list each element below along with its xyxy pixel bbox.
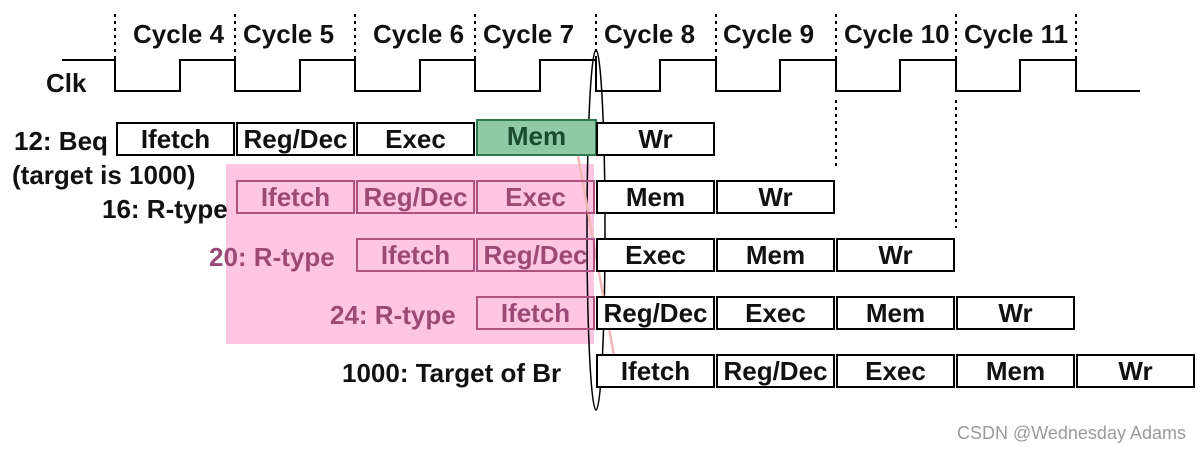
stage-wr: Wr bbox=[1076, 354, 1195, 388]
branch-resolve-ellipse bbox=[586, 49, 606, 411]
stage-exec: Exec bbox=[596, 238, 715, 272]
stage-exec: Exec bbox=[716, 296, 835, 330]
cycle-dividers bbox=[114, 14, 1077, 228]
stage-mem: Mem bbox=[836, 296, 955, 330]
stage-reg-dec: Reg/Dec bbox=[716, 354, 835, 388]
cycle-header: Cycle 11 bbox=[964, 19, 1069, 49]
cycle-header: Cycle 9 bbox=[723, 19, 815, 49]
stage-exec: Exec bbox=[476, 180, 595, 214]
stage-wr: Wr bbox=[596, 122, 715, 156]
stage-reg-dec: Reg/Dec bbox=[596, 296, 715, 330]
stage-exec: Exec bbox=[356, 122, 475, 156]
cycle-header: Cycle 8 bbox=[604, 19, 696, 49]
instr-label-20: 20: R-type bbox=[209, 242, 335, 272]
stage-wr: Wr bbox=[716, 180, 835, 214]
stage-ifetch: Ifetch bbox=[596, 354, 715, 388]
cycle-header: Cycle 5 bbox=[243, 19, 335, 49]
stage-mem: Mem bbox=[716, 238, 835, 272]
stage-ifetch: Ifetch bbox=[356, 238, 475, 272]
stage-ifetch: Ifetch bbox=[476, 296, 595, 330]
cycle-header: Cycle 6 bbox=[373, 19, 465, 49]
instr-sublabel-beq: (target is 1000) bbox=[12, 160, 196, 190]
instr-label-24: 24: R-type bbox=[330, 300, 456, 330]
watermark: CSDN @Wednesday Adams bbox=[956, 423, 1186, 443]
clock-waveform bbox=[62, 59, 1140, 92]
instr-label-1000: 1000: Target of Br bbox=[342, 358, 562, 388]
cycle-header: Cycle 7 bbox=[483, 19, 575, 49]
stage-mem-highlighted: Mem bbox=[476, 119, 597, 156]
stage-ifetch: Ifetch bbox=[116, 122, 235, 156]
stage-ifetch: Ifetch bbox=[236, 180, 355, 214]
instr-label-16: 16: R-type bbox=[102, 194, 228, 224]
stage-wr: Wr bbox=[836, 238, 955, 272]
flushed-instructions-zone bbox=[226, 164, 594, 344]
stage-mem: Mem bbox=[596, 180, 715, 214]
instr-label-beq: 12: Beq bbox=[14, 126, 108, 156]
stage-reg-dec: Reg/Dec bbox=[356, 180, 475, 214]
cycle-header: Cycle 10 bbox=[844, 19, 950, 49]
clock-label: Clk bbox=[46, 68, 87, 98]
stage-wr: Wr bbox=[956, 296, 1075, 330]
stage-reg-dec: Reg/Dec bbox=[236, 122, 355, 156]
stage-exec: Exec bbox=[836, 354, 955, 388]
stage-mem: Mem bbox=[956, 354, 1075, 388]
stage-reg-dec: Reg/Dec bbox=[476, 238, 595, 272]
cycle-header: Cycle 4 bbox=[133, 19, 225, 49]
